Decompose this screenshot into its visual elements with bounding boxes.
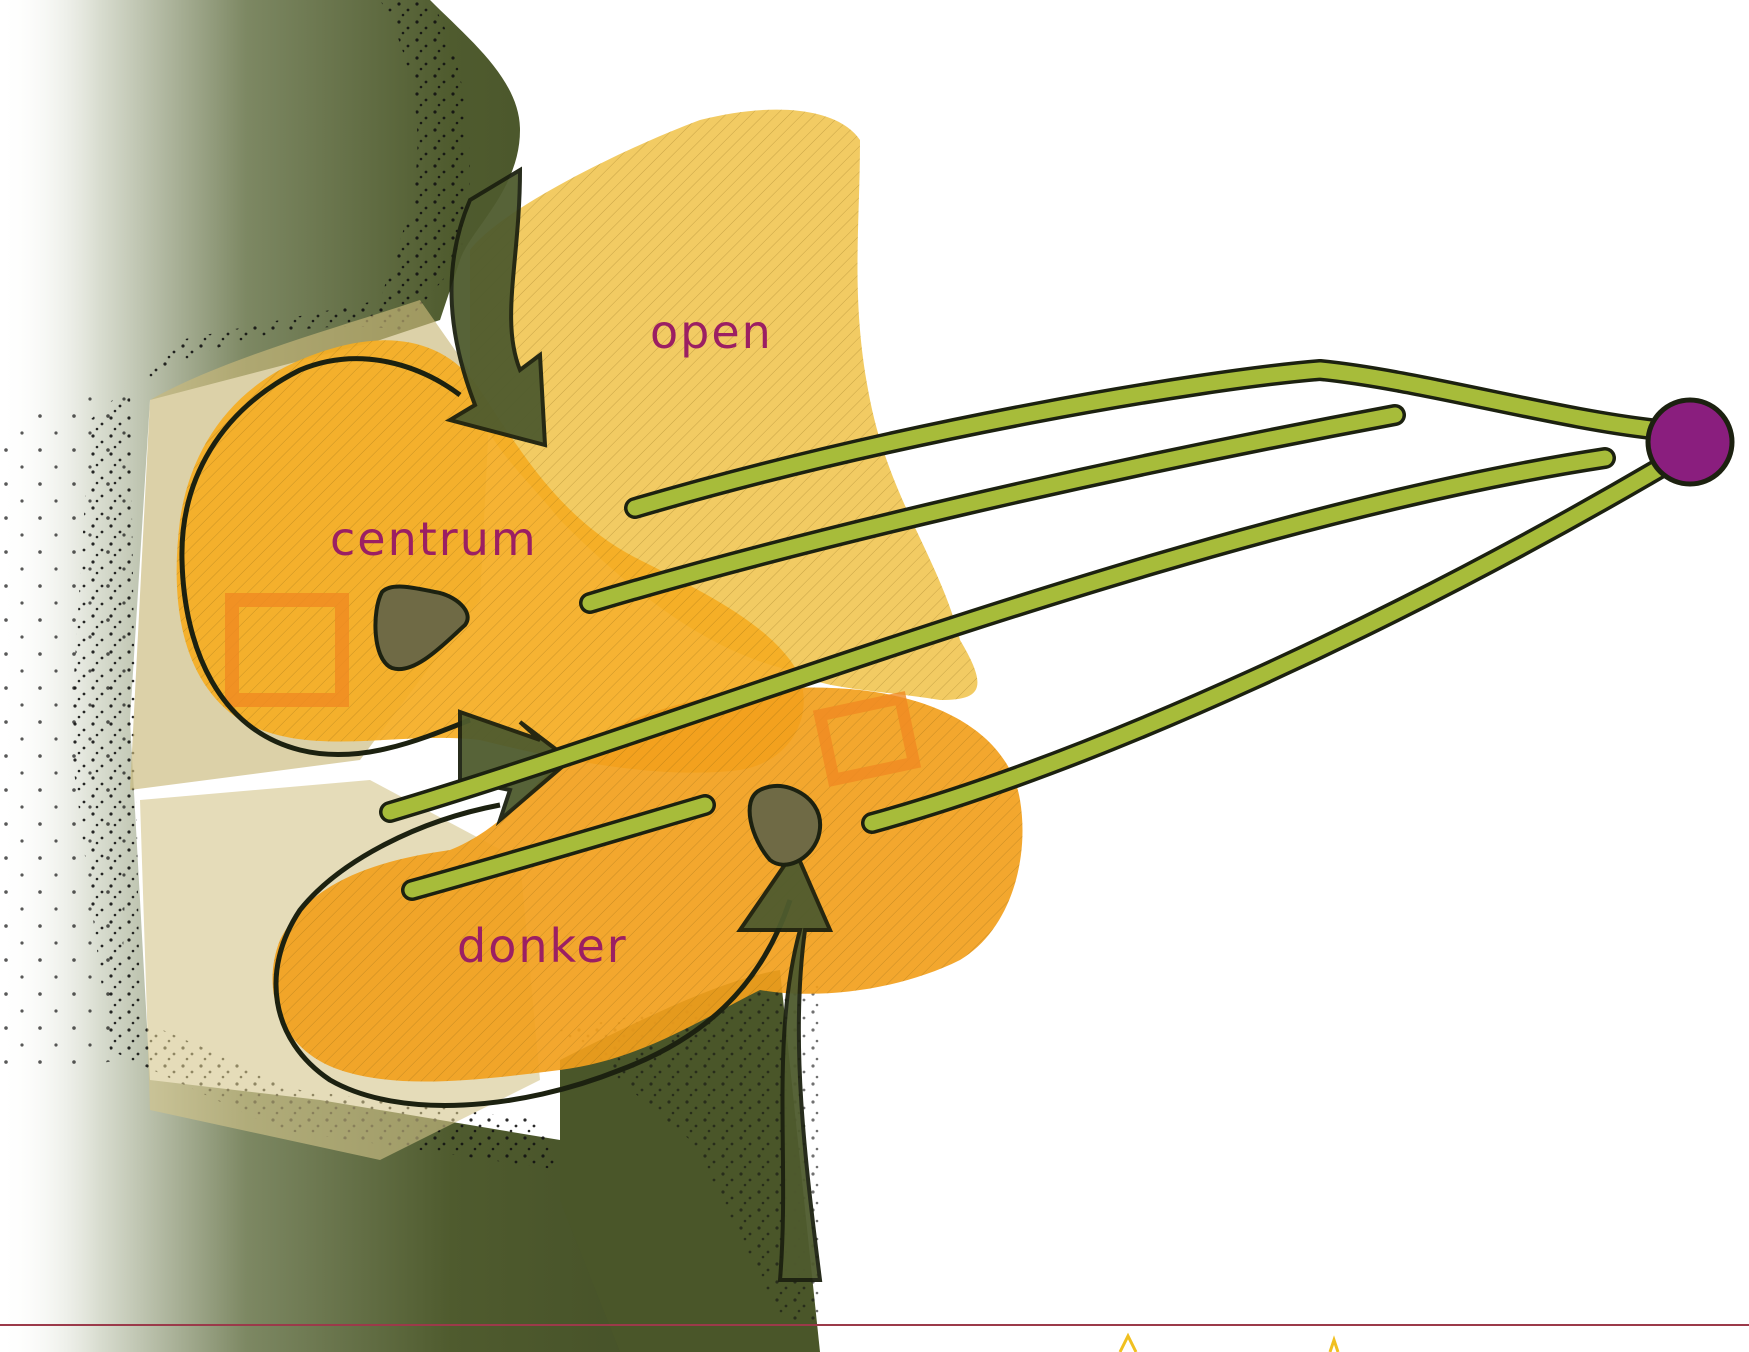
label-centrum: centrum (330, 512, 538, 566)
stipple-texture-outer (0, 380, 140, 1080)
label-donker: donker (457, 919, 628, 973)
label-open: open (650, 305, 773, 359)
hub-circle-icon[interactable] (1648, 400, 1732, 484)
accent-mark (1120, 1336, 1338, 1352)
